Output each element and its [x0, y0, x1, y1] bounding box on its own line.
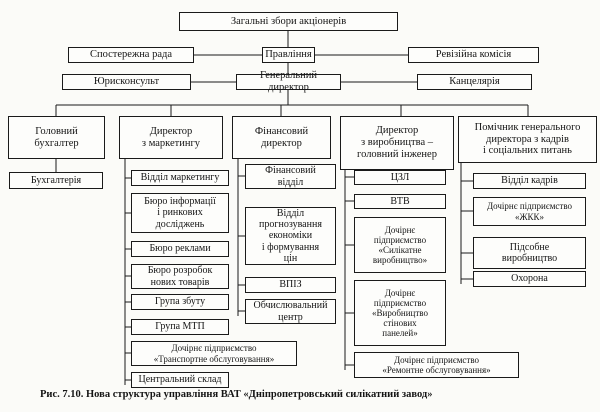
- supervisory-board-box: Спостережна рада: [68, 47, 194, 63]
- repair-subsidiary-box: Дочірнє підприємство «Ремонтне обслугову…: [354, 352, 519, 378]
- market-research-bureau-box: Бюро інформації і ринкових досліджень: [131, 193, 229, 233]
- mtp-group-box: Група МТП: [131, 319, 229, 335]
- czl-box: ЦЗЛ: [354, 170, 446, 185]
- board-box: Правління: [262, 47, 315, 63]
- auxiliary-production-box: Підсобне виробництво: [473, 237, 586, 269]
- transport-subsidiary-box: Дочірнє підприємство «Транспортне обслуг…: [131, 341, 297, 366]
- forecasting-dept-box: Відділ прогнозування економіки і формува…: [245, 207, 336, 265]
- security-box: Охорона: [473, 271, 586, 287]
- new-products-bureau-box: Бюро розробок нових товарів: [131, 264, 229, 289]
- computing-center-box: Обчислювальний центр: [245, 299, 336, 324]
- office-box: Канцелярія: [417, 74, 532, 90]
- central-warehouse-box: Центральний склад: [131, 372, 229, 388]
- shareholders-box: Загальні збори акціонерів: [179, 12, 398, 31]
- finance-dept-box: Фінансовий відділ: [245, 164, 336, 189]
- chief-accountant-box: Головний бухгалтер: [8, 116, 105, 159]
- finance-director-box: Фінансовий директор: [232, 116, 331, 159]
- legal-counsel-box: Юрисконсульт: [62, 74, 191, 90]
- accounting-dept-box: Бухгалтерія: [9, 172, 103, 189]
- figure-caption: Рис. 7.10. Нова структура управління ВАТ…: [40, 389, 433, 400]
- vtv-box: ВТВ: [354, 194, 446, 209]
- audit-commission-box: Ревізійна комісія: [408, 47, 539, 63]
- sales-group-box: Група збуту: [131, 294, 229, 310]
- vpiz-box: ВПІЗ: [245, 277, 336, 293]
- zhkk-subsidiary-box: Дочірнє підприємство «ЖКК»: [473, 197, 586, 226]
- ceo-box: Генеральний директор: [236, 70, 341, 93]
- marketing-dept-box: Відділ маркетингу: [131, 170, 229, 186]
- advertising-bureau-box: Бюро реклами: [131, 241, 229, 257]
- silicate-subsidiary-box: Дочірнє підприємство «Силікатне виробниц…: [354, 217, 446, 273]
- production-director-box: Директор з виробництва – головний інжене…: [340, 116, 454, 170]
- hr-assistant-box: Помічник генерального директора з кадрів…: [458, 116, 597, 163]
- marketing-director-box: Директор з маркетингу: [119, 116, 223, 159]
- wall-panels-subsidiary-box: Дочірнє підприємство «Виробництво стінов…: [354, 280, 446, 346]
- hr-dept-box: Відділ кадрів: [473, 173, 586, 189]
